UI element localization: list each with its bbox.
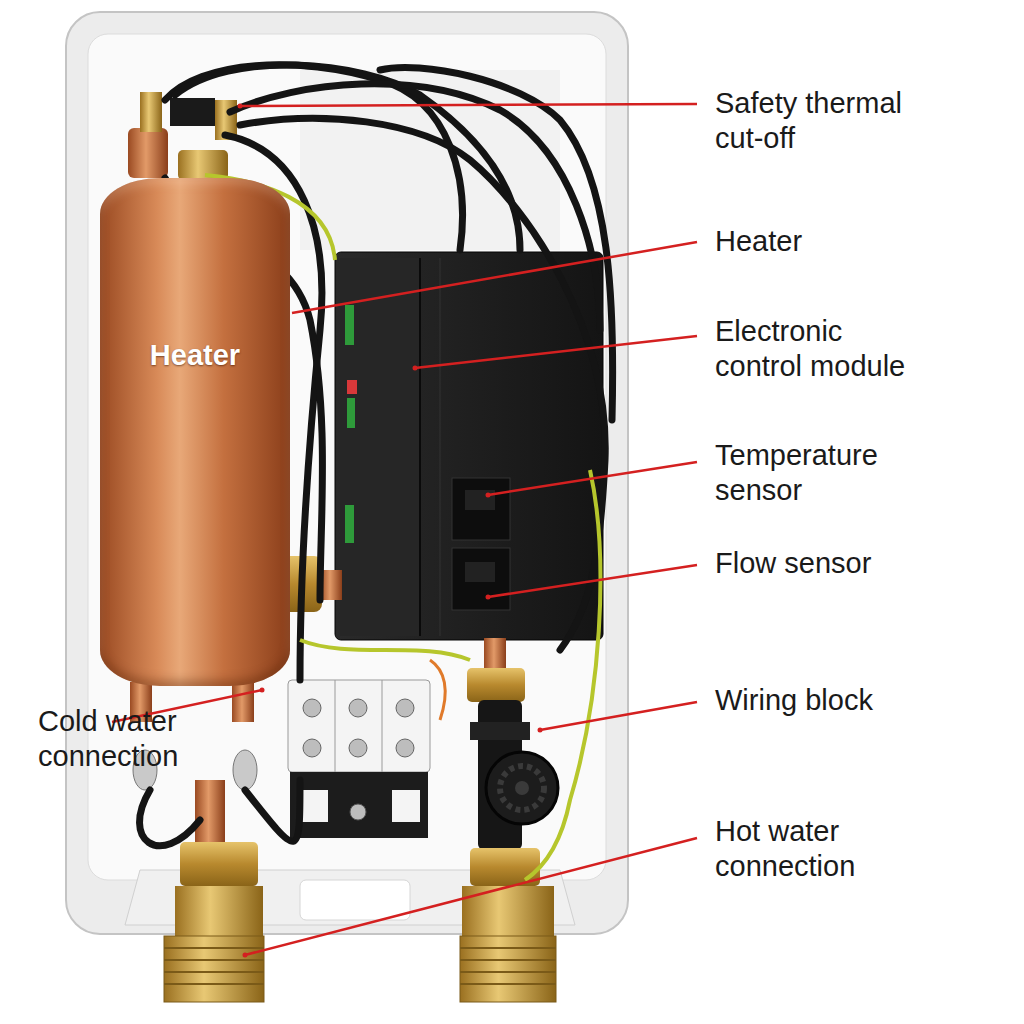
callout-label: Hot water connection — [715, 814, 915, 884]
leader-line — [292, 242, 697, 313]
heater-cylinder: Heater — [100, 178, 290, 686]
leader-line — [488, 462, 697, 495]
callout-label-box: Temperature sensor — [715, 438, 945, 508]
leader-line — [488, 565, 697, 597]
part-label: Heater — [150, 338, 240, 373]
callout-label-box: Wiring block — [715, 683, 873, 718]
callout-label: Safety thermal cut-off — [715, 86, 945, 156]
callout-label: Heater — [715, 224, 802, 259]
callout-label-box: Cold water connection — [38, 704, 178, 774]
callout-label-box: Hot water connection — [715, 814, 915, 884]
callout-label-box: Safety thermal cut-off — [715, 86, 945, 156]
callout-label: Electronic control module — [715, 314, 920, 384]
callout-label: Temperature sensor — [715, 438, 945, 508]
callout-label-box: Heater — [715, 224, 802, 259]
leader-line — [415, 336, 697, 368]
callout-label: Flow sensor — [715, 546, 871, 581]
callout-label-box: Electronic control module — [715, 314, 920, 384]
callout-label-box: Flow sensor — [715, 546, 871, 581]
leader-line — [240, 104, 697, 106]
callout-label: Cold water connection — [38, 704, 178, 774]
leader-line — [540, 702, 697, 730]
leader-line — [245, 838, 697, 955]
callout-label: Wiring block — [715, 683, 873, 718]
